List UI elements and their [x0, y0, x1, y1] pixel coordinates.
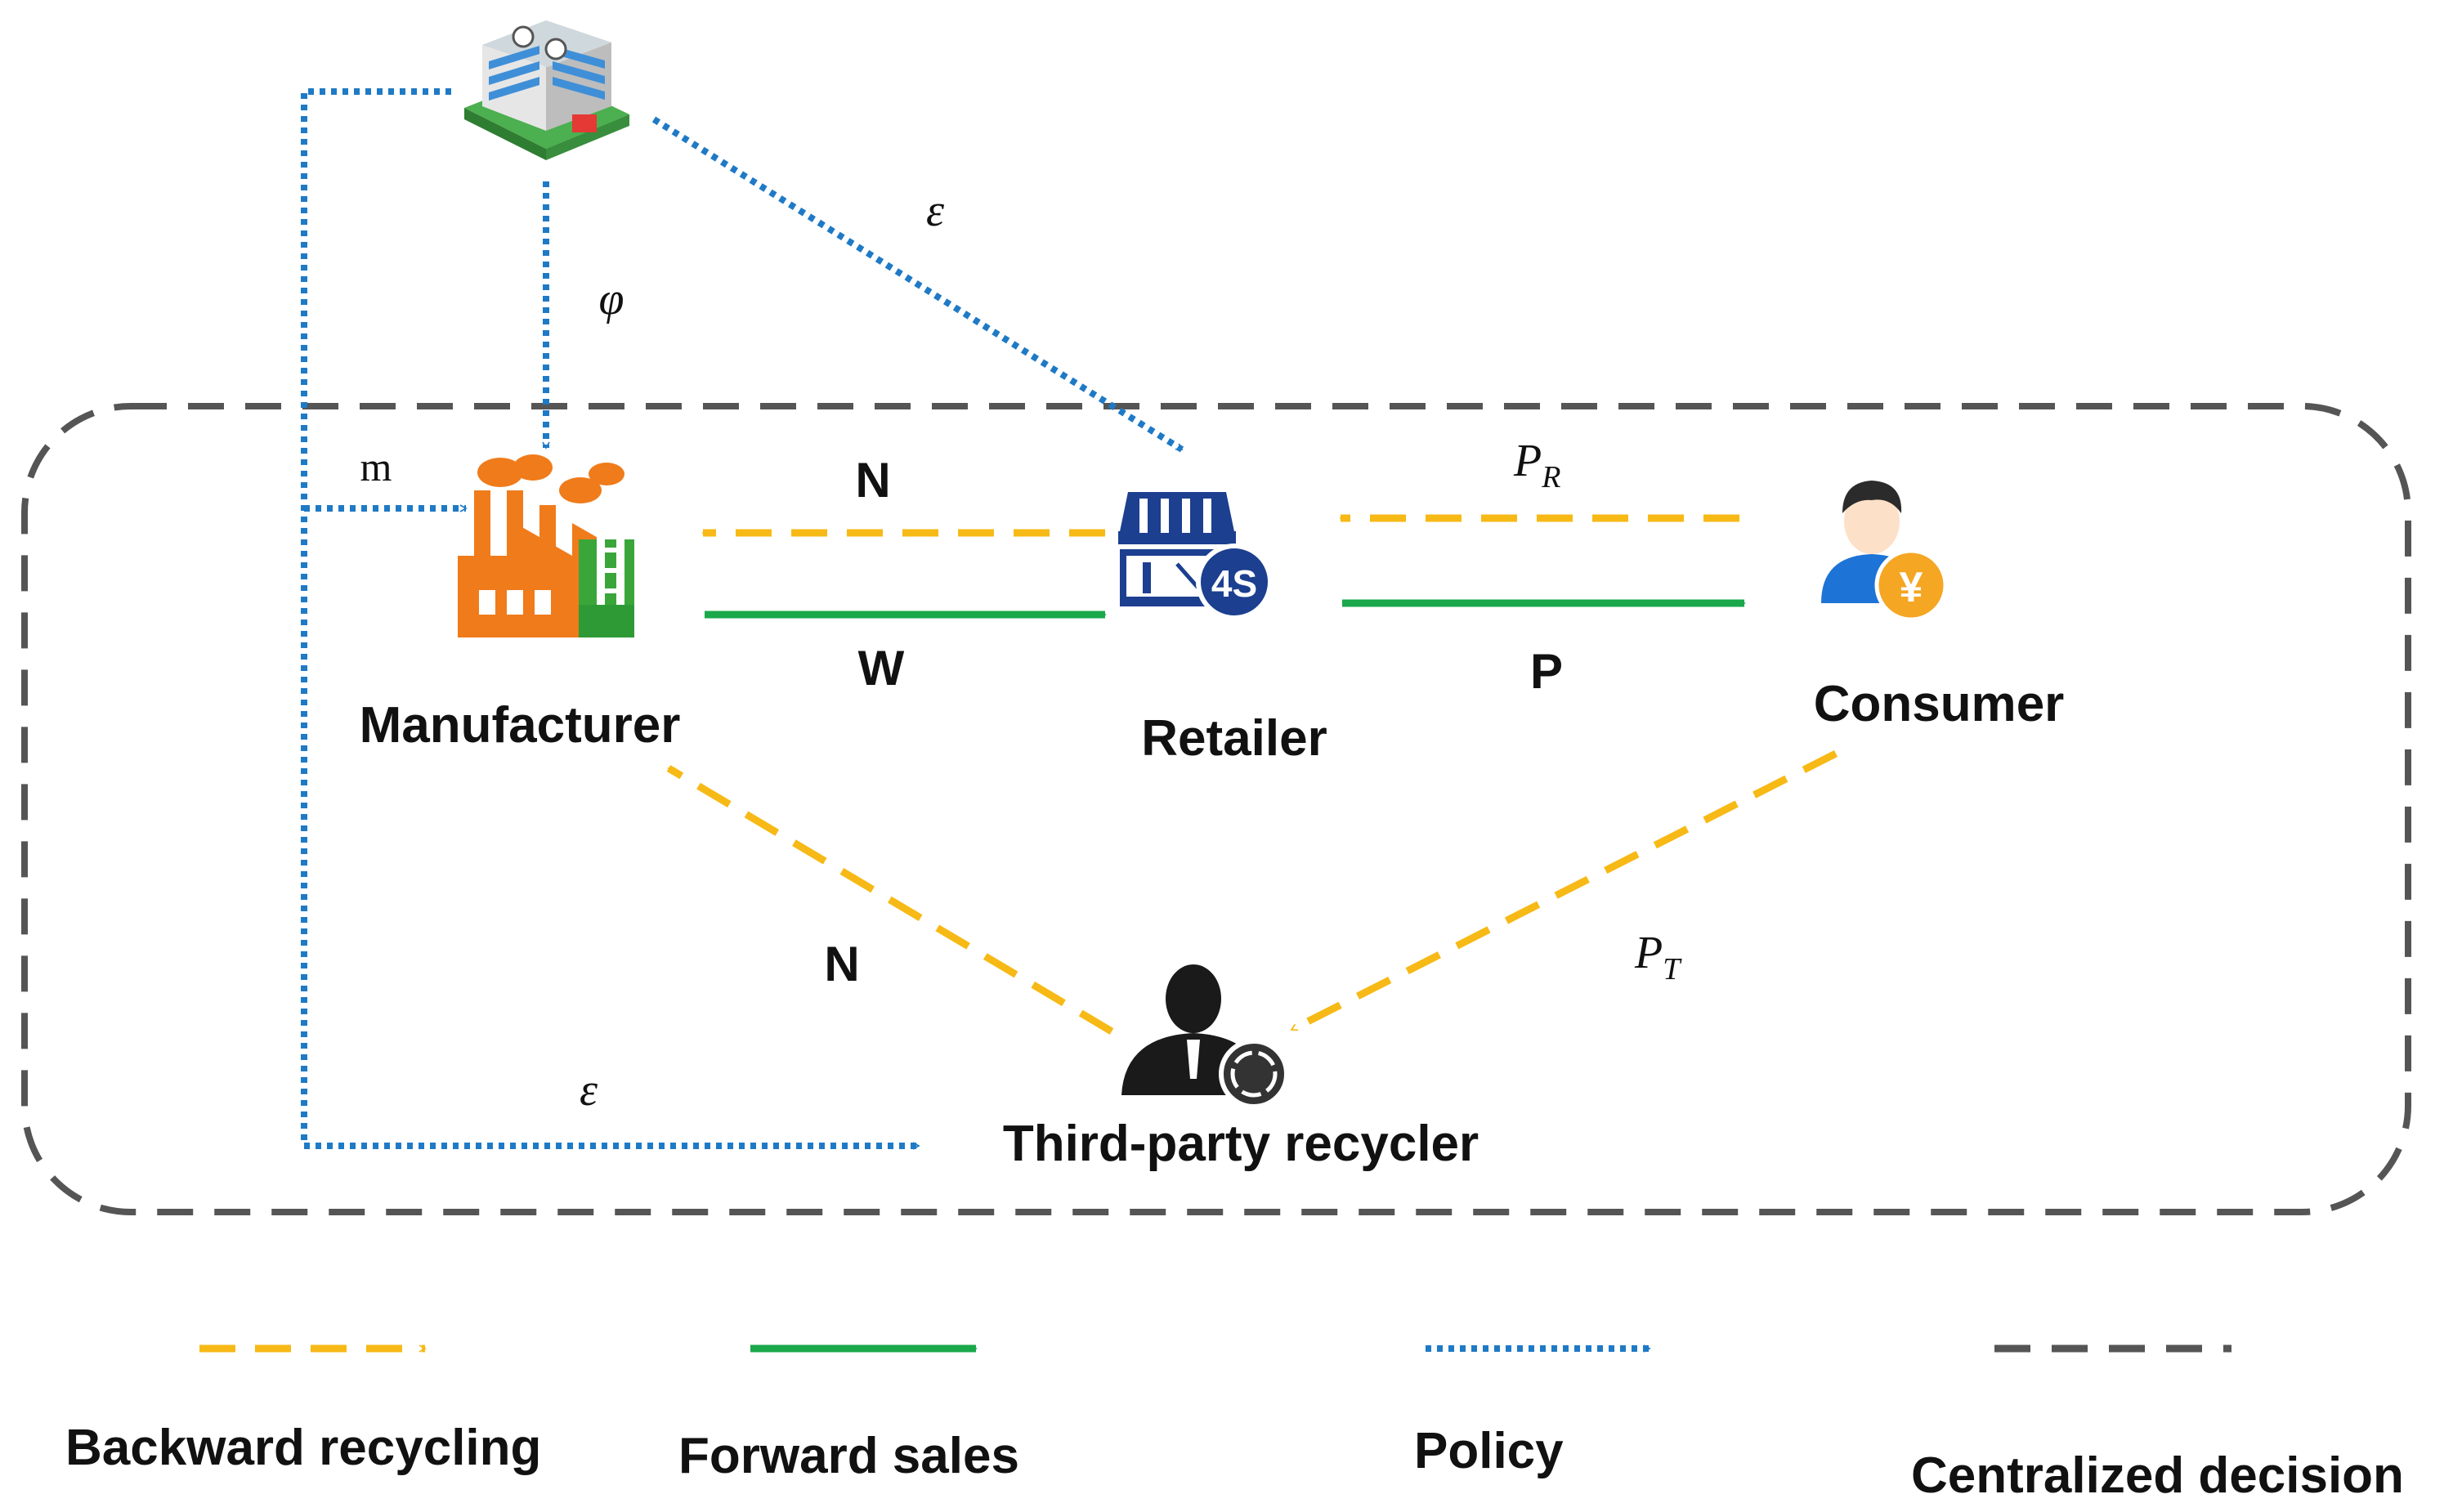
flow-label-pr: PR	[1513, 436, 1560, 494]
retailer-4s-badge: 4S	[1211, 562, 1257, 605]
manufacturer-label: Manufacturer	[360, 697, 681, 754]
backward-arrow-recycler-manufacturer	[666, 765, 1114, 1035]
legend-forward-label: Forward sales	[678, 1428, 1019, 1484]
flow-label-pt: PT	[1634, 928, 1682, 986]
consumer-label: Consumer	[1814, 676, 2065, 732]
recycler-person-icon	[1121, 964, 1289, 1109]
flow-label-n-bottom: N	[824, 937, 859, 991]
flow-label-epsilon-bottom: ε	[580, 1065, 598, 1116]
government-building-icon	[464, 20, 629, 160]
flow-label-m: m	[360, 444, 392, 490]
recycler-label: Third-party recycler	[1003, 1116, 1479, 1172]
flow-label-p: P	[1530, 644, 1563, 699]
policy-line-left	[301, 88, 920, 1150]
flow-label-n-top: N	[855, 453, 890, 508]
legend: Backward recycling Forward sales Policy …	[65, 1344, 2404, 1504]
store-4s-icon: 4S	[1118, 492, 1273, 620]
flow-label-epsilon-top: ε	[926, 186, 945, 236]
legend-policy-label: Policy	[1414, 1423, 1564, 1479]
flow-label-phi: φ	[599, 274, 624, 324]
forward-flows	[705, 599, 1746, 619]
consumer-icon: ¥	[1821, 481, 1948, 622]
legend-backward-label: Backward recycling	[65, 1420, 541, 1476]
backward-arrow-consumer-recycler	[1289, 749, 1838, 1034]
centralized-decision-boundary	[21, 403, 2411, 1215]
backward-flows	[666, 514, 1838, 1035]
policy-flows	[301, 88, 1184, 1150]
factory-icon	[458, 454, 634, 637]
flow-label-w: W	[858, 641, 905, 696]
policy-arrow-epsilon-retailer	[651, 116, 1184, 453]
consumer-yuan-badge: ¥	[1900, 564, 1923, 611]
legend-centralized-label: Centralized decision	[1911, 1447, 2404, 1504]
retailer-label: Retailer	[1141, 710, 1327, 767]
